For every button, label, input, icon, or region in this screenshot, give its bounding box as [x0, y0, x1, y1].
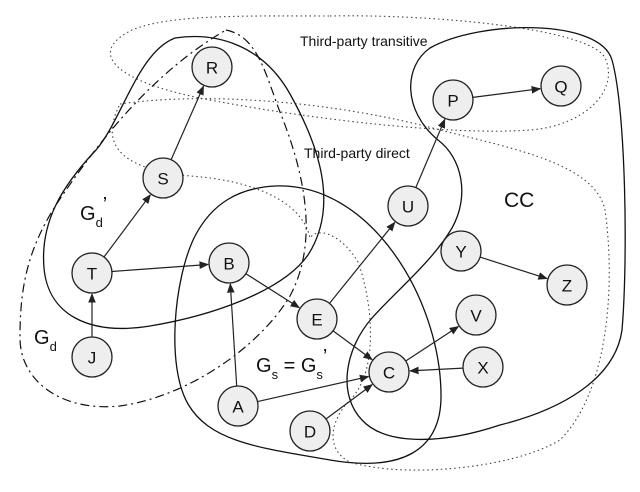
- node-label: B: [223, 255, 234, 274]
- third-party-direct-label: Third-party direct: [304, 145, 410, 161]
- node-label: E: [311, 311, 322, 330]
- node-label: V: [470, 307, 482, 326]
- node-v: V: [455, 294, 497, 336]
- node-circle: [440, 230, 482, 272]
- node-s: S: [142, 157, 184, 199]
- third-party-direct-region: [111, 98, 610, 471]
- node-circle: [71, 252, 113, 294]
- node-label: C: [383, 364, 395, 383]
- gd-prime-label: Gd’: [80, 194, 107, 230]
- edge-c-to-v: [405, 325, 460, 362]
- cc-label: CC: [504, 189, 534, 212]
- node-label: T: [87, 265, 97, 284]
- edge-d-to-c: [325, 384, 373, 420]
- node-p: P: [432, 79, 474, 121]
- node-e: E: [296, 298, 338, 340]
- gs-equals-label: Gs = Gs’: [256, 346, 327, 382]
- node-circle: [296, 298, 338, 340]
- gd-prime-region: [42, 35, 325, 330]
- node-y: Y: [440, 230, 482, 272]
- edge-e-to-c: [332, 330, 373, 361]
- third-party-transitive-label: Third-party transitive: [300, 33, 428, 49]
- node-circle: [217, 385, 259, 427]
- edge-t-to-s: [103, 194, 151, 258]
- edge-t-to-b: [111, 261, 210, 273]
- node-t: T: [71, 252, 113, 294]
- node-label: R: [206, 59, 218, 78]
- node-label: U: [402, 198, 414, 217]
- edge-a-to-b: [227, 283, 238, 387]
- edge-b-to-e: [245, 273, 301, 309]
- node-label: P: [447, 92, 458, 111]
- node-circle: [289, 410, 331, 452]
- node-label: A: [232, 398, 244, 417]
- node-circle: [71, 336, 113, 378]
- node-b: B: [208, 242, 250, 284]
- node-label: S: [157, 170, 168, 189]
- edge-a-to-c: [257, 374, 370, 403]
- edge-e-to-u: [329, 221, 396, 304]
- gd-region: [19, 29, 307, 408]
- node-circle: [540, 65, 582, 107]
- node-j: J: [71, 336, 113, 378]
- node-c: C: [368, 351, 410, 393]
- node-circle: [368, 351, 410, 393]
- node-label: X: [477, 359, 488, 378]
- region-labels: Third-party transitive Third-party direc…: [34, 33, 534, 382]
- node-circle: [387, 185, 429, 227]
- node-r: R: [191, 46, 233, 88]
- cc-region: [346, 26, 626, 441]
- node-circle: [462, 346, 504, 388]
- node-label: J: [88, 349, 97, 368]
- nodes: R S T J B E A D C U P Q Y Z V X: [71, 46, 588, 452]
- node-d: D: [289, 410, 331, 452]
- node-circle: [208, 242, 250, 284]
- node-label: Y: [455, 243, 466, 262]
- regions: [19, 15, 626, 471]
- edge-x-to-c: [409, 366, 464, 375]
- third-party-transitive-region: [109, 15, 610, 132]
- node-a: A: [217, 385, 259, 427]
- node-u: U: [387, 185, 429, 227]
- edges: [88, 85, 548, 420]
- gs-region: [174, 185, 442, 464]
- node-circle: [142, 157, 184, 199]
- node-circle: [432, 79, 474, 121]
- edge-p-to-q: [472, 85, 542, 98]
- edge-s-to-r: [170, 85, 205, 160]
- node-label: D: [304, 423, 316, 442]
- node-z: Z: [546, 264, 588, 306]
- edge-u-to-p: [415, 118, 446, 188]
- gd-label: Gd: [34, 327, 57, 354]
- node-circle: [546, 264, 588, 306]
- node-q: Q: [540, 65, 582, 107]
- node-circle: [455, 294, 497, 336]
- node-label: Q: [554, 78, 567, 97]
- node-label: Z: [562, 277, 572, 296]
- node-circle: [191, 46, 233, 88]
- node-x: X: [462, 346, 504, 388]
- edge-y-to-z: [479, 256, 548, 280]
